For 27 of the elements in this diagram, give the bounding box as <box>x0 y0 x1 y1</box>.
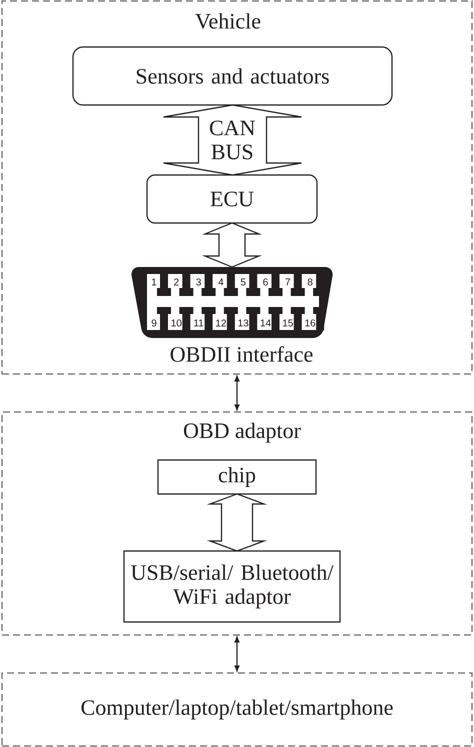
pin-number: 14 <box>260 320 271 326</box>
pin-number: 9 <box>152 319 156 327</box>
pin-number: 4 <box>218 278 224 286</box>
pin-number: 16 <box>305 319 316 327</box>
pin-number: 15 <box>283 320 293 326</box>
pin-number: 7 <box>286 278 290 286</box>
rounded-box: Sensors and actuators <box>72 46 393 106</box>
process-box: chip <box>157 459 317 495</box>
pin-number: 2 <box>174 278 179 286</box>
block-arrow <box>206 493 268 552</box>
process-box: USB/serial/ Bluetooth/ WiFi adaptor <box>123 550 341 623</box>
pin-number: 3 <box>196 278 201 286</box>
pin-number: 5 <box>240 278 246 286</box>
pin-number: 6 <box>263 278 268 286</box>
connector-caption: OBDII interface <box>170 346 313 362</box>
edge-label: CAN BUS <box>200 120 264 160</box>
arrow <box>234 376 240 410</box>
rounded-box: ECU <box>146 174 318 224</box>
block-arrow <box>202 222 262 268</box>
pin-number: 10 <box>172 319 182 327</box>
pin-number: 12 <box>216 320 226 326</box>
pin-number: 1 <box>152 278 156 286</box>
arrow <box>234 636 240 672</box>
pin-number: 11 <box>194 320 204 326</box>
pin-number: 8 <box>308 278 312 286</box>
pin-number: 13 <box>238 319 248 327</box>
dashed-box: Computer/laptop/tablet/smartphone <box>1 672 473 747</box>
